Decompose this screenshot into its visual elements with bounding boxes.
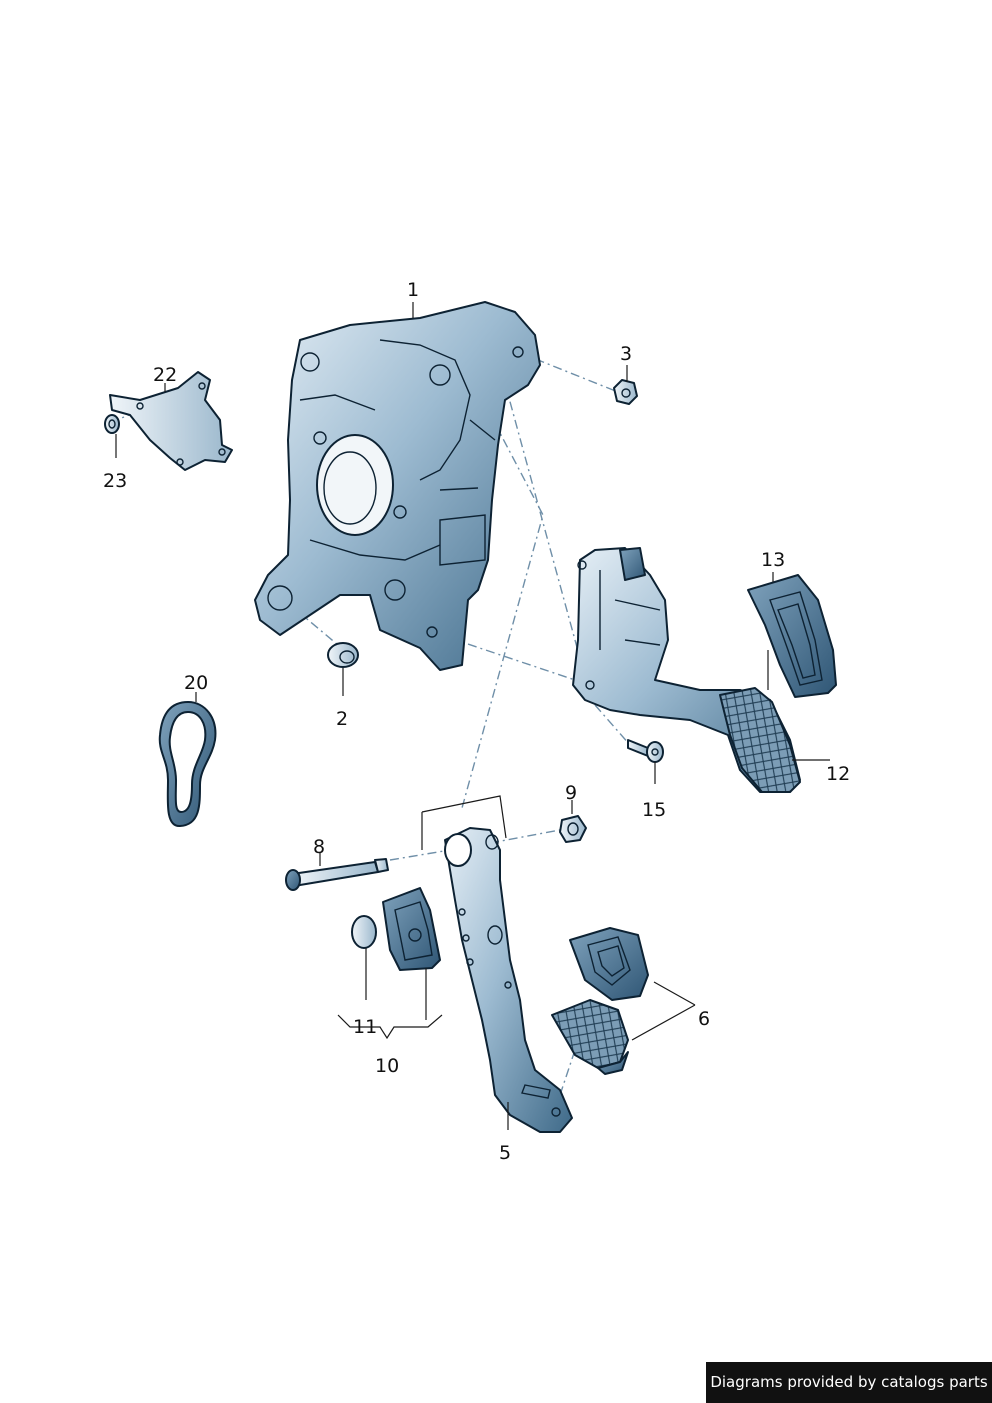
callout-6: 6 bbox=[698, 1008, 710, 1030]
cap-part-11 bbox=[351, 915, 377, 949]
callout-20: 20 bbox=[184, 672, 208, 694]
clip-part-10 bbox=[382, 887, 441, 971]
nut-part-9 bbox=[559, 815, 587, 843]
callout-9: 9 bbox=[565, 782, 577, 804]
catalog-credit-banner: Diagrams provided by catalogs parts bbox=[706, 1362, 992, 1403]
accelerator-pedal-module bbox=[572, 547, 801, 793]
washer-part-23 bbox=[104, 414, 120, 434]
hex-nut-part-3 bbox=[613, 379, 638, 405]
callout-12: 12 bbox=[826, 763, 850, 785]
callout-5: 5 bbox=[499, 1142, 511, 1164]
callout-15: 15 bbox=[642, 799, 666, 821]
pedal-lever-part-5 bbox=[444, 827, 573, 1133]
grommet-part-2 bbox=[327, 642, 359, 668]
callout-13: 13 bbox=[761, 549, 785, 571]
leader-lines bbox=[115, 302, 830, 1130]
callout-8: 8 bbox=[313, 836, 325, 858]
gasket-part-20 bbox=[158, 701, 217, 828]
callout-1: 1 bbox=[407, 279, 419, 301]
callout-22: 22 bbox=[153, 364, 177, 386]
callout-2: 2 bbox=[336, 708, 348, 730]
callout-labels: 1 2 3 5 6 8 9 10 11 12 13 15 20 22 23 bbox=[103, 279, 850, 1164]
accelerator-pad-part-13 bbox=[747, 574, 837, 698]
callout-10: 10 bbox=[375, 1055, 399, 1077]
callout-11: 11 bbox=[353, 1016, 377, 1038]
screw-part-15 bbox=[627, 739, 664, 763]
pedal-bracket bbox=[254, 301, 541, 671]
bracket-plate-part-22 bbox=[109, 371, 233, 471]
catalog-credit-text: Diagrams provided by catalogs parts bbox=[710, 1373, 988, 1391]
callout-23: 23 bbox=[103, 470, 127, 492]
callout-3: 3 bbox=[620, 343, 632, 365]
pedal-pads-part-6 bbox=[551, 927, 649, 1075]
pivot-pin-part-8 bbox=[285, 858, 389, 891]
